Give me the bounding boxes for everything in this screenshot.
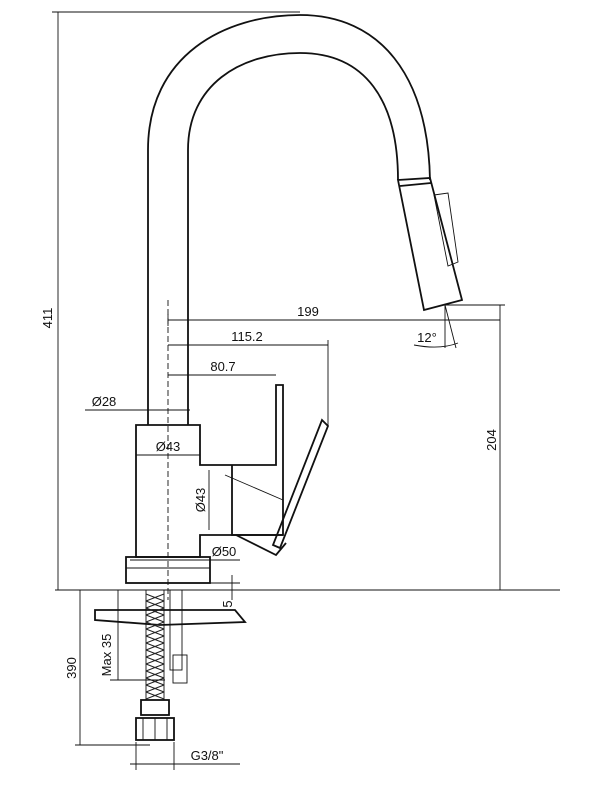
hose-braid-line: [145, 614, 165, 623]
dim-tilt-angle: 12°: [417, 330, 437, 345]
braided-hose: [135, 589, 175, 741]
hose-braid-line: [145, 607, 165, 616]
hose-braid-line: [145, 656, 165, 665]
dim-total-height: 411: [40, 308, 55, 329]
dim-body-diameter: Ø43: [156, 439, 181, 454]
hose-braid-line: [145, 691, 165, 700]
hose-braid-line: [145, 684, 165, 693]
dim-hose-length: 390: [64, 657, 79, 679]
hose-braid-line: [145, 677, 165, 686]
mounting-plate: [94, 609, 247, 626]
dim-spout-reach: 199: [297, 304, 319, 319]
spray-head: [396, 177, 464, 312]
dim-spout-height: 204: [484, 429, 499, 451]
dim-connection: G3/8": [191, 748, 224, 763]
faucet-outline: [55, 14, 560, 684]
hose-braid-line: [145, 621, 165, 630]
spout-outer: [147, 14, 431, 425]
hose-braid-line: [145, 663, 165, 672]
hose-braid-line: [145, 628, 165, 637]
dim-base-diameter: Ø50: [212, 544, 237, 559]
spout-inner: [187, 52, 399, 425]
hose-braid-line: [145, 635, 165, 644]
hose-braid-line: [145, 600, 165, 609]
dimension-labels: 411 199 115.2 80.7 Ø28 Ø43 Ø43 Ø50 204 1…: [40, 304, 499, 763]
dim-handle-diameter: Ø43: [193, 488, 208, 513]
hose-braid-line: [145, 670, 165, 679]
main-body: [135, 384, 284, 558]
dim-reach-80: 80.7: [210, 359, 235, 374]
handle-block: [231, 465, 283, 536]
dim-max-deck: Max 35: [99, 634, 114, 677]
dim-deck-thickness: 5: [220, 600, 235, 607]
hose-braid-line: [145, 593, 165, 602]
dim-tube-diameter: Ø28: [92, 394, 117, 409]
lever: [271, 418, 330, 550]
dim-reach-115: 115.2: [231, 329, 263, 344]
hose-braid-line: [145, 649, 165, 658]
dimension-lines: [52, 11, 505, 770]
hose-braid-line: [145, 642, 165, 651]
